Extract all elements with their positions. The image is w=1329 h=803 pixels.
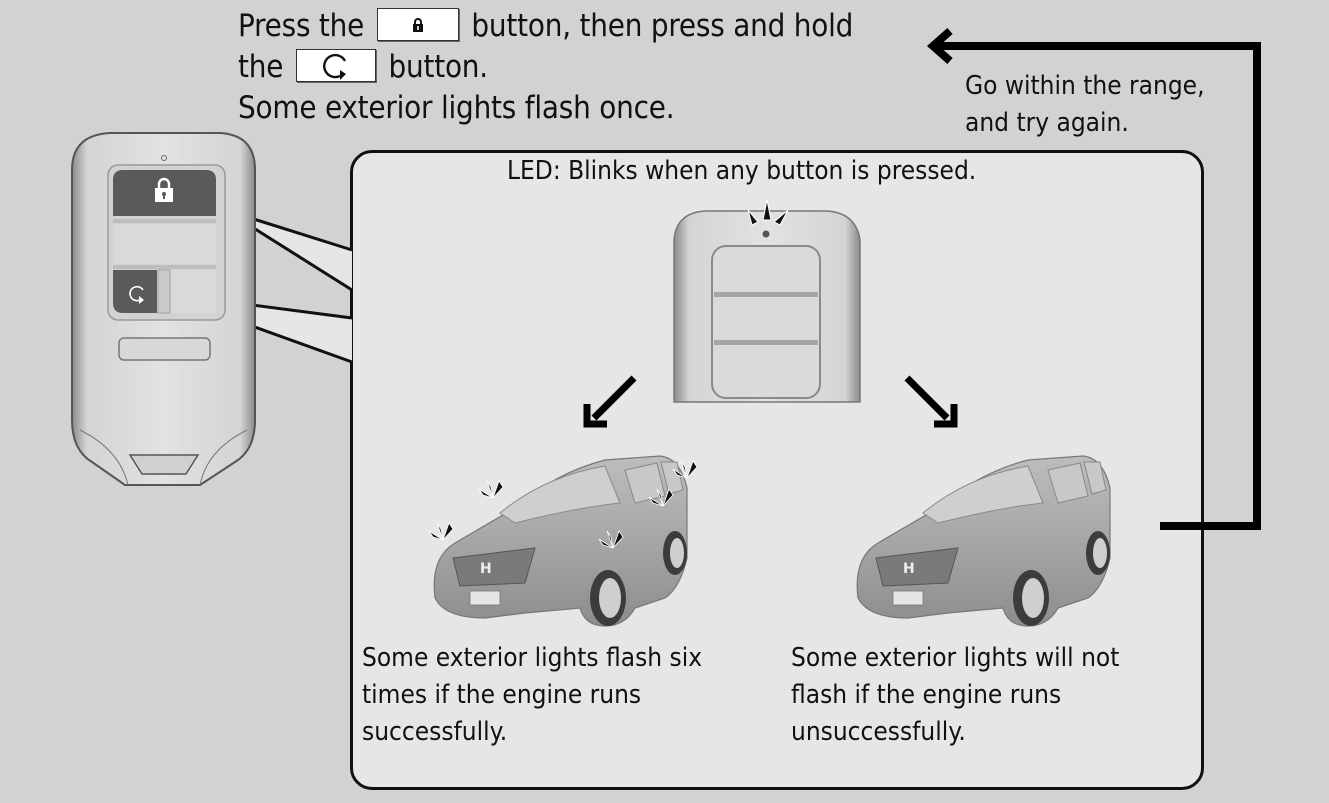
light-flash-icon — [648, 488, 674, 507]
instruction-text-part: Press the — [238, 8, 365, 44]
rear-rim — [670, 538, 684, 568]
led-caption: LED: Blinks when any button is pressed. — [507, 156, 977, 186]
outcome-line: Some exterior lights will not — [791, 643, 1120, 673]
front-rim — [599, 578, 621, 618]
outcome-line: flash if the engine runs — [791, 680, 1062, 710]
fob-remote-start-button — [113, 270, 157, 313]
instruction-text: Press the button, then press and hold th… — [238, 6, 853, 129]
windshield — [922, 465, 1044, 524]
side-window — [1047, 462, 1089, 504]
side-window — [660, 461, 684, 495]
retry-note: Go within the range, and try again. — [965, 68, 1205, 142]
honda-logo: H — [480, 561, 492, 577]
side-window — [1083, 461, 1107, 495]
instruction-line-1: Press the button, then press and hold — [238, 6, 853, 47]
fob-key-release — [128, 454, 200, 475]
honda-logo: H — [903, 561, 915, 577]
outcome-line: unsuccessfully. — [791, 717, 966, 747]
led-indicator — [161, 155, 167, 161]
fob-divider — [113, 219, 216, 223]
light-flash-icon — [672, 460, 698, 479]
instruction-text-part: the — [238, 49, 284, 85]
license-plate — [892, 590, 924, 606]
led-blink-icon — [747, 199, 789, 226]
side-window — [624, 462, 666, 504]
lock-button-illustration — [376, 8, 459, 41]
light-flash-icon — [598, 530, 624, 549]
car-lights-flashing: H — [428, 455, 698, 627]
front-rim — [1022, 578, 1044, 618]
instruction-line-3: Some exterior lights flash once. — [238, 90, 675, 126]
outcome-failure-text: Some exterior lights will not flash if t… — [791, 640, 1151, 751]
remote-start-button-illustration — [295, 49, 376, 82]
retry-note-line: Go within the range, — [965, 71, 1205, 101]
windshield — [499, 465, 621, 524]
arrow-down-left-icon — [583, 375, 637, 428]
arrow-down-right-icon — [904, 375, 958, 428]
lock-icon — [155, 177, 173, 202]
key-fob-led-view — [673, 199, 861, 403]
light-flash-icon — [478, 480, 504, 499]
car-lights-not-flashing: H — [856, 455, 1111, 627]
circular-arrow-icon — [322, 53, 346, 80]
circular-arrow-icon — [129, 285, 144, 304]
fob-slot — [118, 337, 211, 361]
key-fob — [71, 132, 256, 486]
grille — [875, 547, 959, 587]
light-flash-icon — [428, 522, 454, 541]
fob-divider — [113, 265, 216, 269]
instruction-line-2: the button. — [238, 47, 853, 88]
retry-note-line: and try again. — [965, 108, 1129, 138]
fob-trunk-button — [171, 270, 216, 313]
license-plate — [469, 590, 501, 606]
instruction-text-part: button. — [388, 49, 489, 85]
retry-arrow — [926, 28, 1261, 530]
outcome-line: Some exterior lights flash six — [362, 643, 703, 673]
fob-lock-button — [113, 170, 216, 216]
led-indicator — [762, 230, 770, 238]
instruction-text-part: button, then press and hold — [471, 8, 854, 44]
grille — [452, 547, 536, 587]
lock-icon — [412, 17, 423, 32]
rear-rim — [1093, 538, 1107, 568]
arrow-left-icon — [926, 28, 953, 64]
outcome-line: times if the engine runs — [362, 680, 642, 710]
outcome-success-text: Some exterior lights flash six times if … — [362, 640, 722, 751]
fob-unlock-button — [113, 224, 216, 264]
outcome-line: successfully. — [362, 717, 508, 747]
